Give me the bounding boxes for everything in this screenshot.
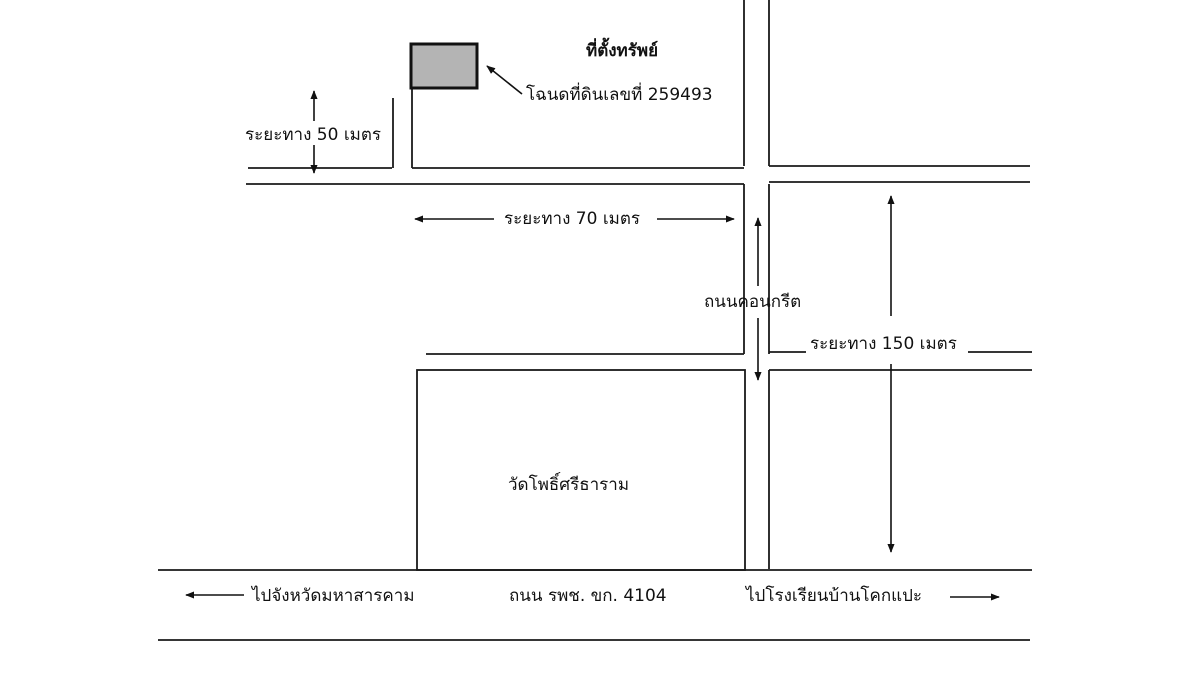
temple-boundary — [416, 369, 746, 571]
distance-150m-label: ระยะทาง 150 เมตร — [810, 334, 957, 354]
main-road-annotations: ไปจังหวัดมหาสารคาม ถนน รพช. ขก. 4104 ไปโ… — [185, 585, 1000, 606]
distance-50m-annotation: ระยะทาง 50 เมตร — [245, 90, 381, 174]
deed-number-label: โฉนดที่ดินเลขที่ 259493 — [526, 82, 713, 105]
distance-150m-label-bg — [806, 332, 968, 356]
property-marker[interactable] — [409, 42, 479, 90]
distance-70m-annotation: ระยะทาง 70 เมตร — [414, 209, 735, 229]
distance-50m-label: ระยะทาง 50 เมตร — [245, 125, 381, 145]
property-title: ที่ตั้งทรัพย์ — [586, 37, 658, 61]
to-school-label: ไปโรงเรียนบ้านโคกแปะ — [744, 585, 922, 606]
deed-pointer-arrow — [486, 65, 523, 95]
temple-label: วัดโพธิ์ศรีธาราม — [508, 472, 629, 495]
main-highway-label: ถนน รพช. ขก. 4104 — [509, 586, 667, 606]
property-label-group: ที่ตั้งทรัพย์ โฉนดที่ดินเลขที่ 259493 — [486, 37, 713, 105]
distance-150m-annotation: ระยะทาง 150 เมตร — [806, 195, 968, 553]
road-network — [158, 0, 1032, 641]
concrete-road-label: ถนนคอนกรีต — [704, 292, 801, 312]
distance-70m-label: ระยะทาง 70 เมตร — [504, 209, 640, 229]
to-maha-sarakham-label: ไปจังหวัดมหาสารคาม — [250, 585, 415, 606]
concrete-road-annotation: ถนนคอนกรีต — [704, 217, 801, 381]
